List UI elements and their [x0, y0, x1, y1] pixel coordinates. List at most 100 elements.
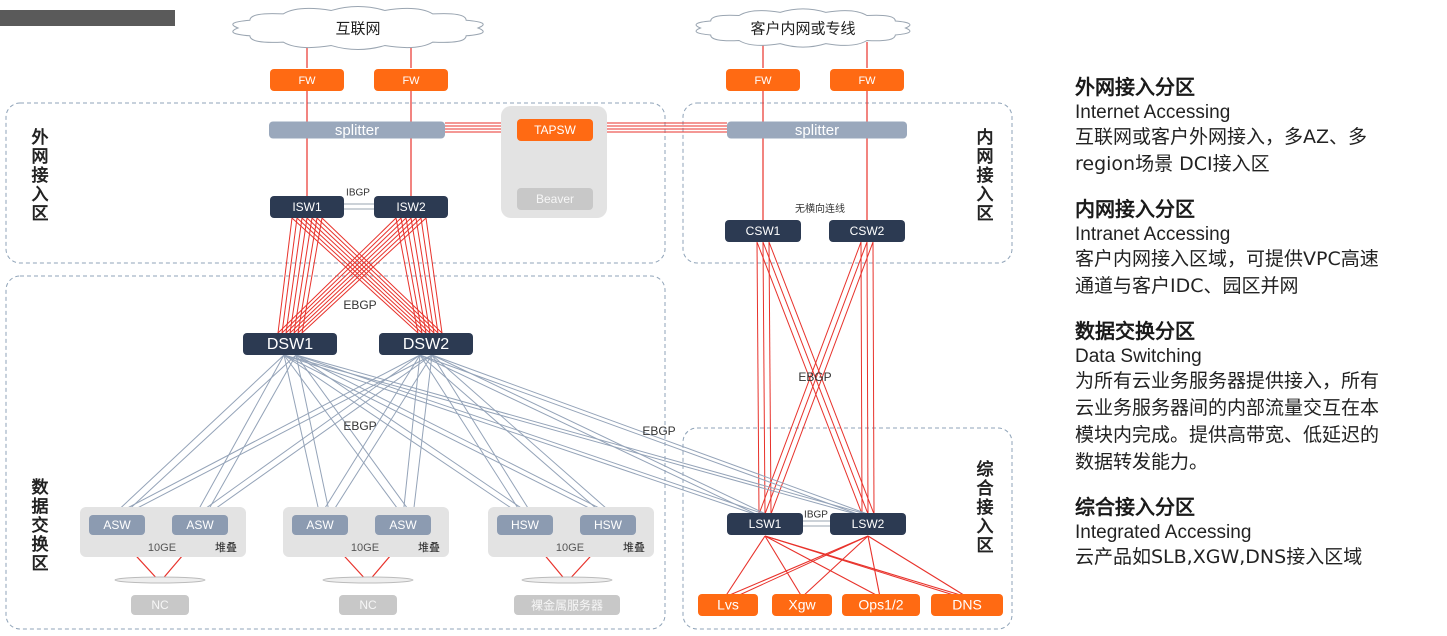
asw-node-label: ASW	[186, 518, 214, 532]
lsw-service-line	[724, 535, 869, 598]
fw-node	[830, 69, 904, 91]
ibgp-label: IBGP	[804, 510, 828, 521]
zone-label-integrated: 入	[977, 517, 994, 537]
isw-dsw-line	[415, 217, 435, 334]
lsw-service-line	[867, 535, 968, 598]
isw-dsw-line	[289, 217, 308, 334]
ten-ge-label: 10GE	[351, 542, 379, 554]
dsw-access-line	[283, 354, 404, 517]
dsw-access-line	[295, 354, 874, 517]
fw-node-label: FW	[858, 75, 876, 87]
dsw-access-line	[121, 354, 297, 517]
dsw-access-line	[204, 354, 297, 517]
section-line: 模块内完成。提供高带宽、低延迟的	[1075, 424, 1380, 446]
zone-label-internet: 外	[32, 127, 49, 148]
stack-label: 堆叠	[623, 541, 645, 554]
csw2-node	[829, 220, 905, 242]
splitter-node-label: splitter	[335, 122, 379, 139]
csw-lsw-line	[872, 241, 875, 515]
dsw-access-line	[319, 354, 421, 517]
lsw-service-line	[764, 535, 961, 598]
asw-node-label: ASW	[103, 518, 131, 532]
dsw-access-line	[431, 354, 616, 517]
section-line: 数据转发能力。	[1075, 451, 1209, 473]
dsw-access-line	[419, 354, 524, 517]
dns-node-label: DNS	[952, 597, 982, 613]
ebgp-label: EBGP	[798, 370, 831, 384]
section-english: Data Switching	[1075, 346, 1202, 367]
zone-data-switching	[5, 275, 666, 630]
dsw-access-line	[283, 354, 321, 517]
section-title: 数据交换分区	[1075, 319, 1195, 343]
beaver-node	[517, 188, 593, 210]
lsw1-node-label: LSW1	[749, 517, 782, 531]
dsw2-node	[379, 333, 473, 355]
beaver-node-label: Beaver	[536, 192, 574, 206]
asw-node	[172, 515, 228, 535]
server-shelf	[322, 576, 414, 584]
isw-dsw-line	[410, 217, 431, 334]
zone-label-integrated: 综	[977, 459, 994, 480]
ten-ge-label: 10GE	[556, 542, 584, 554]
fw-node-label: FW	[298, 75, 316, 87]
lsw2-node-label: LSW2	[852, 517, 885, 531]
csw1-node-label: CSW1	[746, 224, 781, 238]
splitter-node-label: splitter	[795, 122, 839, 139]
isw-dsw-line	[281, 217, 298, 334]
section-line: 为所有云业务服务器提供接入，所有	[1075, 370, 1380, 392]
isw-dsw-line	[297, 217, 422, 334]
isw1-node	[270, 196, 344, 218]
csw-lsw-line	[768, 241, 772, 515]
dsw-access-line	[419, 354, 864, 517]
fw-node	[374, 69, 448, 91]
section-title: 外网接入分区	[1075, 75, 1195, 99]
section-title: 综合接入分区	[1075, 495, 1195, 519]
dsw-access-line	[204, 354, 433, 517]
zone-label-integrated: 合	[977, 478, 995, 499]
ops-node	[842, 594, 920, 616]
stack-label: 堆叠	[215, 541, 237, 554]
zone-label-internet: 接	[32, 165, 49, 186]
csw-lsw-line	[866, 241, 869, 515]
section-title: 内网接入分区	[1075, 197, 1195, 221]
dsw-access-line	[431, 354, 534, 517]
title-bar-decoration	[0, 10, 175, 26]
section-data-switching: 数据交换分区 Data Switching 为所有云业务服务器提供接入，所有 云…	[1075, 318, 1445, 476]
section-line: 云业务服务器间的内部流量交互在本	[1075, 397, 1380, 419]
xgw-node-label: Xgw	[788, 597, 816, 613]
csw-lsw-line	[756, 241, 760, 515]
bare-metal-node-label: 裸金属服务器	[531, 598, 603, 613]
dsw-access-line	[283, 354, 761, 517]
zone-label-datasw: 数	[32, 477, 50, 498]
zone-label-intranet: 区	[977, 204, 994, 224]
fw-node-label: FW	[402, 75, 420, 87]
zone-internet-access	[5, 102, 666, 264]
server-shelf	[114, 576, 206, 584]
dsw-access-line	[295, 354, 771, 517]
zone-integrated-access	[682, 427, 1013, 630]
dsw-access-line	[329, 354, 433, 517]
csw-lsw-line	[770, 241, 874, 515]
dsw-access-line	[431, 354, 874, 517]
zone-label-internet: 入	[32, 185, 49, 205]
hsw-node	[497, 515, 553, 535]
lsw-service-line	[801, 535, 869, 598]
zone-label-internet: 网	[32, 147, 49, 167]
isw1-node-label: ISW1	[292, 200, 322, 214]
asw-node	[375, 515, 431, 535]
isw-dsw-line	[311, 217, 435, 334]
isw-dsw-line	[301, 217, 427, 334]
isw-dsw-line	[285, 217, 303, 334]
hsw-node-label: HSW	[511, 518, 540, 532]
lsw1-node	[727, 513, 803, 535]
dsw-access-line	[419, 354, 606, 517]
fw-node	[726, 69, 800, 91]
dsw-access-line	[194, 354, 285, 517]
section-english: Internet Accessing	[1075, 102, 1231, 123]
hsw-node	[580, 515, 636, 535]
cloud-label: 客户内网或专线	[750, 20, 855, 38]
zone-intranet-access	[682, 102, 1013, 264]
asw-node-label: ASW	[389, 518, 417, 532]
description-panel: 外网接入分区 Internet Accessing 互联网或客户外网接入，多AZ…	[1075, 74, 1445, 589]
